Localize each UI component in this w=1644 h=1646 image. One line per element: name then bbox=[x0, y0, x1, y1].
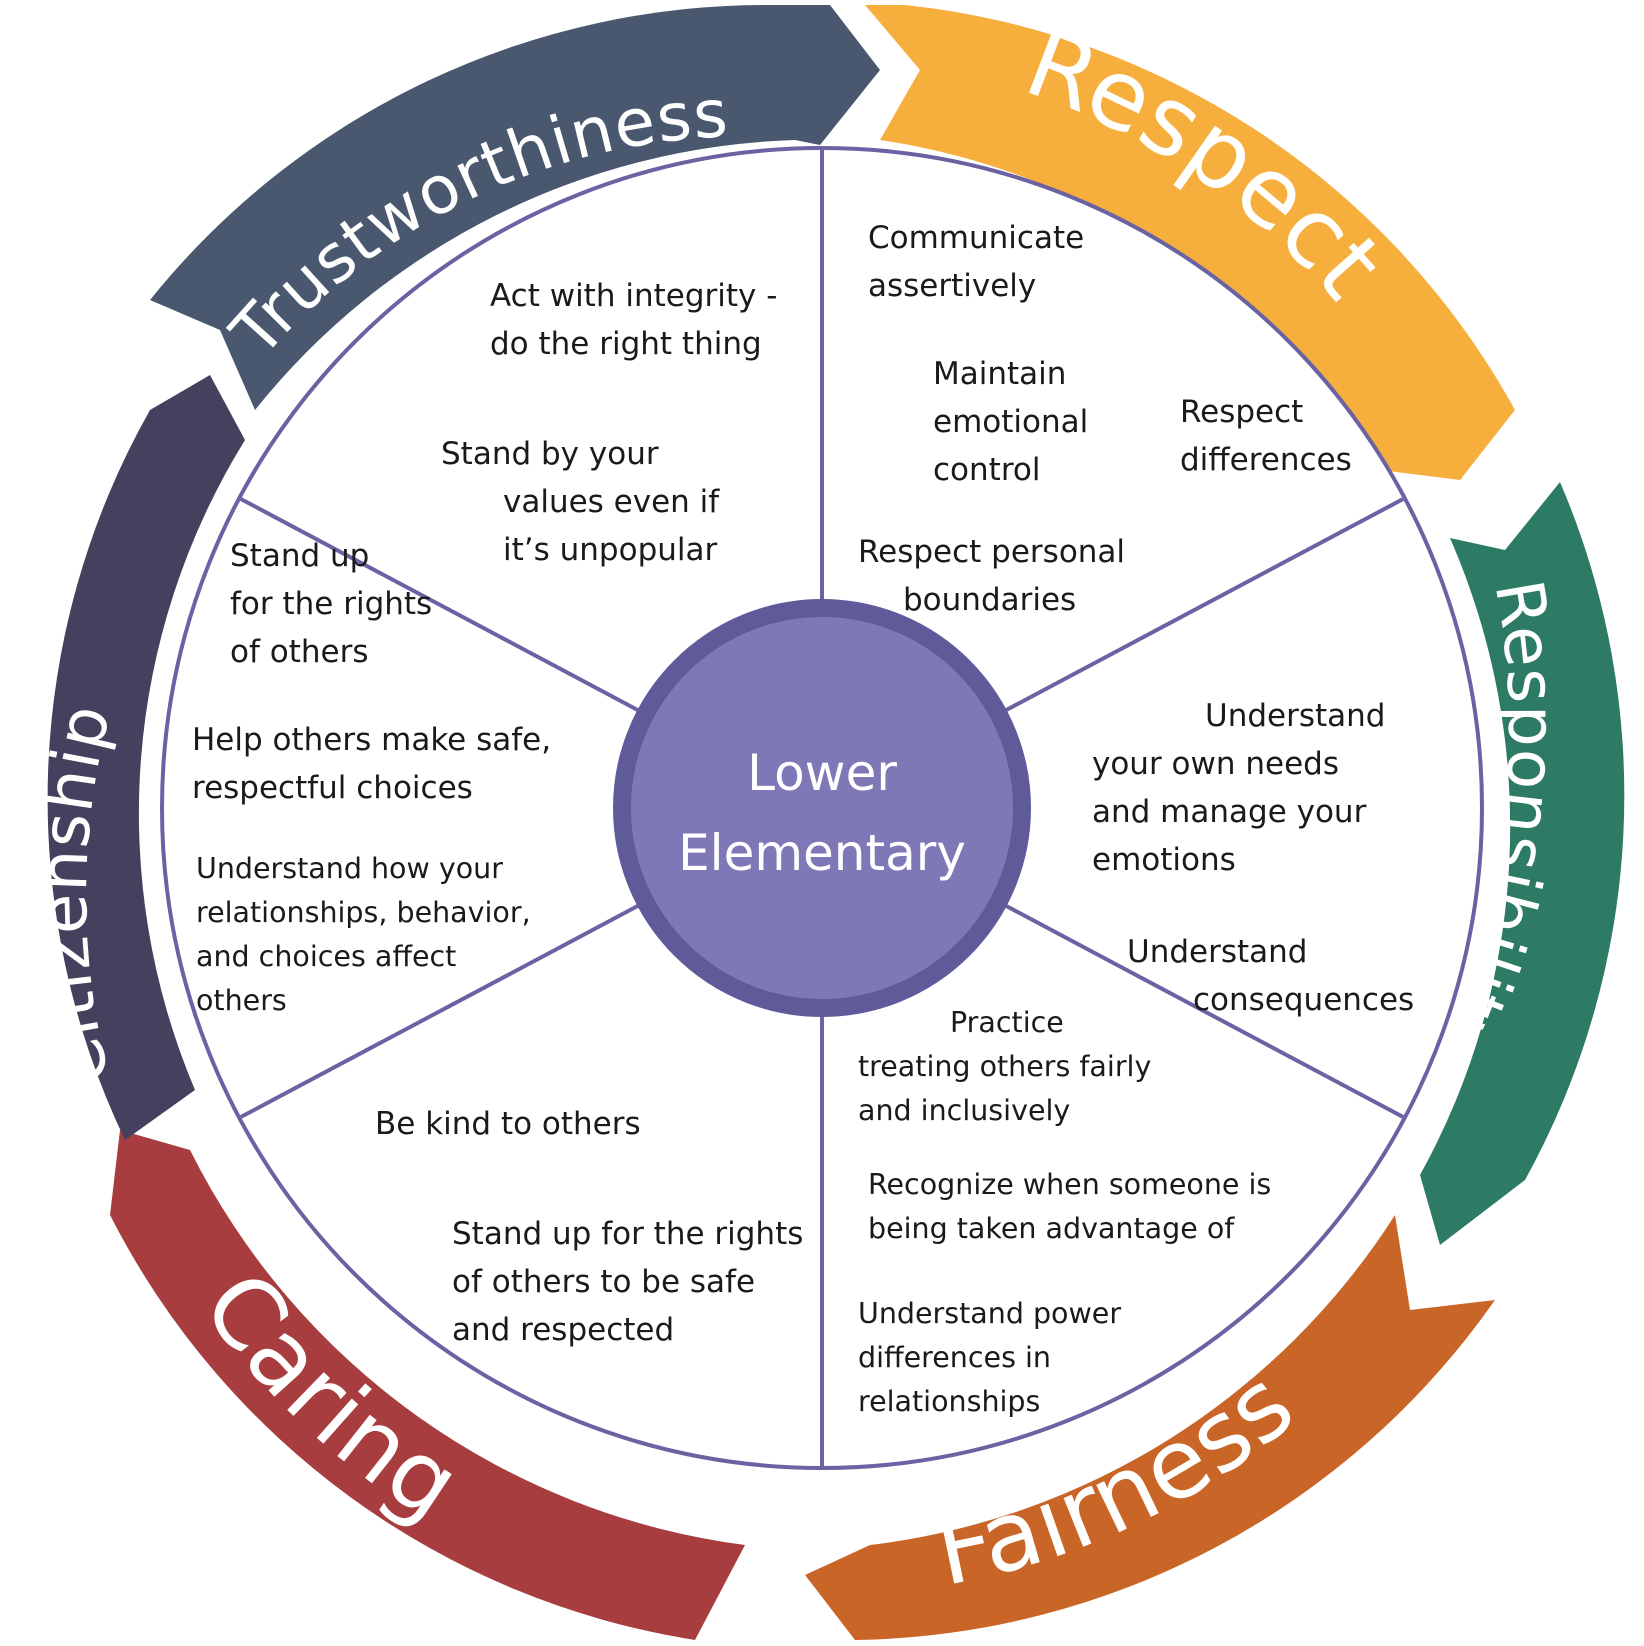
section-divider bbox=[240, 497, 642, 714]
section-divider bbox=[1002, 902, 1404, 1119]
respect-item-differences: Respect differences bbox=[1180, 394, 1352, 478]
respect-item-emotional-control: Maintain emotional control bbox=[933, 356, 1098, 488]
section-items: Act with integrity - do the right thing … bbox=[192, 220, 1414, 1418]
trustworthiness-band bbox=[150, 4, 880, 411]
fairness-item-treat-fairly: Practice treating others fairly and incl… bbox=[858, 1006, 1160, 1127]
citizenship-item-help-others: Help others make safe, respectful choice… bbox=[192, 722, 561, 806]
center-hub bbox=[613, 599, 1031, 1017]
fairness-item-taken-advantage: Recognize when someone is being taken ad… bbox=[868, 1168, 1280, 1245]
caring-item-rights: Stand up for the rights of others to be … bbox=[452, 1216, 813, 1348]
caring-band bbox=[110, 1130, 745, 1640]
citizenship-band bbox=[47, 375, 245, 1140]
center-title-line1: Lower bbox=[747, 744, 897, 802]
citizenship-item-stand-up: Stand up for the rights of others bbox=[230, 538, 442, 670]
respect-item-communicate: Communicate assertively bbox=[868, 220, 1094, 304]
citizenship-item-affect-others: Understand how your relationships, behav… bbox=[196, 852, 540, 1017]
fairness-item-power: Understand power differences in relation… bbox=[858, 1297, 1130, 1418]
responsibility-band bbox=[1420, 482, 1625, 1245]
respect-item-boundaries: Respect personal boundaries bbox=[858, 534, 1135, 618]
section-dividers bbox=[240, 150, 1404, 1466]
respect-band bbox=[865, 5, 1515, 480]
fairness-band bbox=[805, 1215, 1495, 1640]
trust-item-values: Stand by your values even if it’s unpopu… bbox=[441, 436, 729, 568]
caring-item-kind: Be kind to others bbox=[375, 1106, 641, 1142]
section-divider bbox=[1002, 497, 1404, 714]
responsibility-item-consequences: Understand consequences bbox=[1127, 934, 1414, 1018]
value-bands bbox=[47, 4, 1625, 1640]
trust-item-integrity: Act with integrity - do the right thing bbox=[490, 278, 787, 362]
section-divider bbox=[240, 902, 642, 1119]
center-title-line2: Elementary bbox=[678, 824, 966, 882]
responsibility-item-needs: Understand your own needs and manage you… bbox=[1092, 698, 1395, 878]
